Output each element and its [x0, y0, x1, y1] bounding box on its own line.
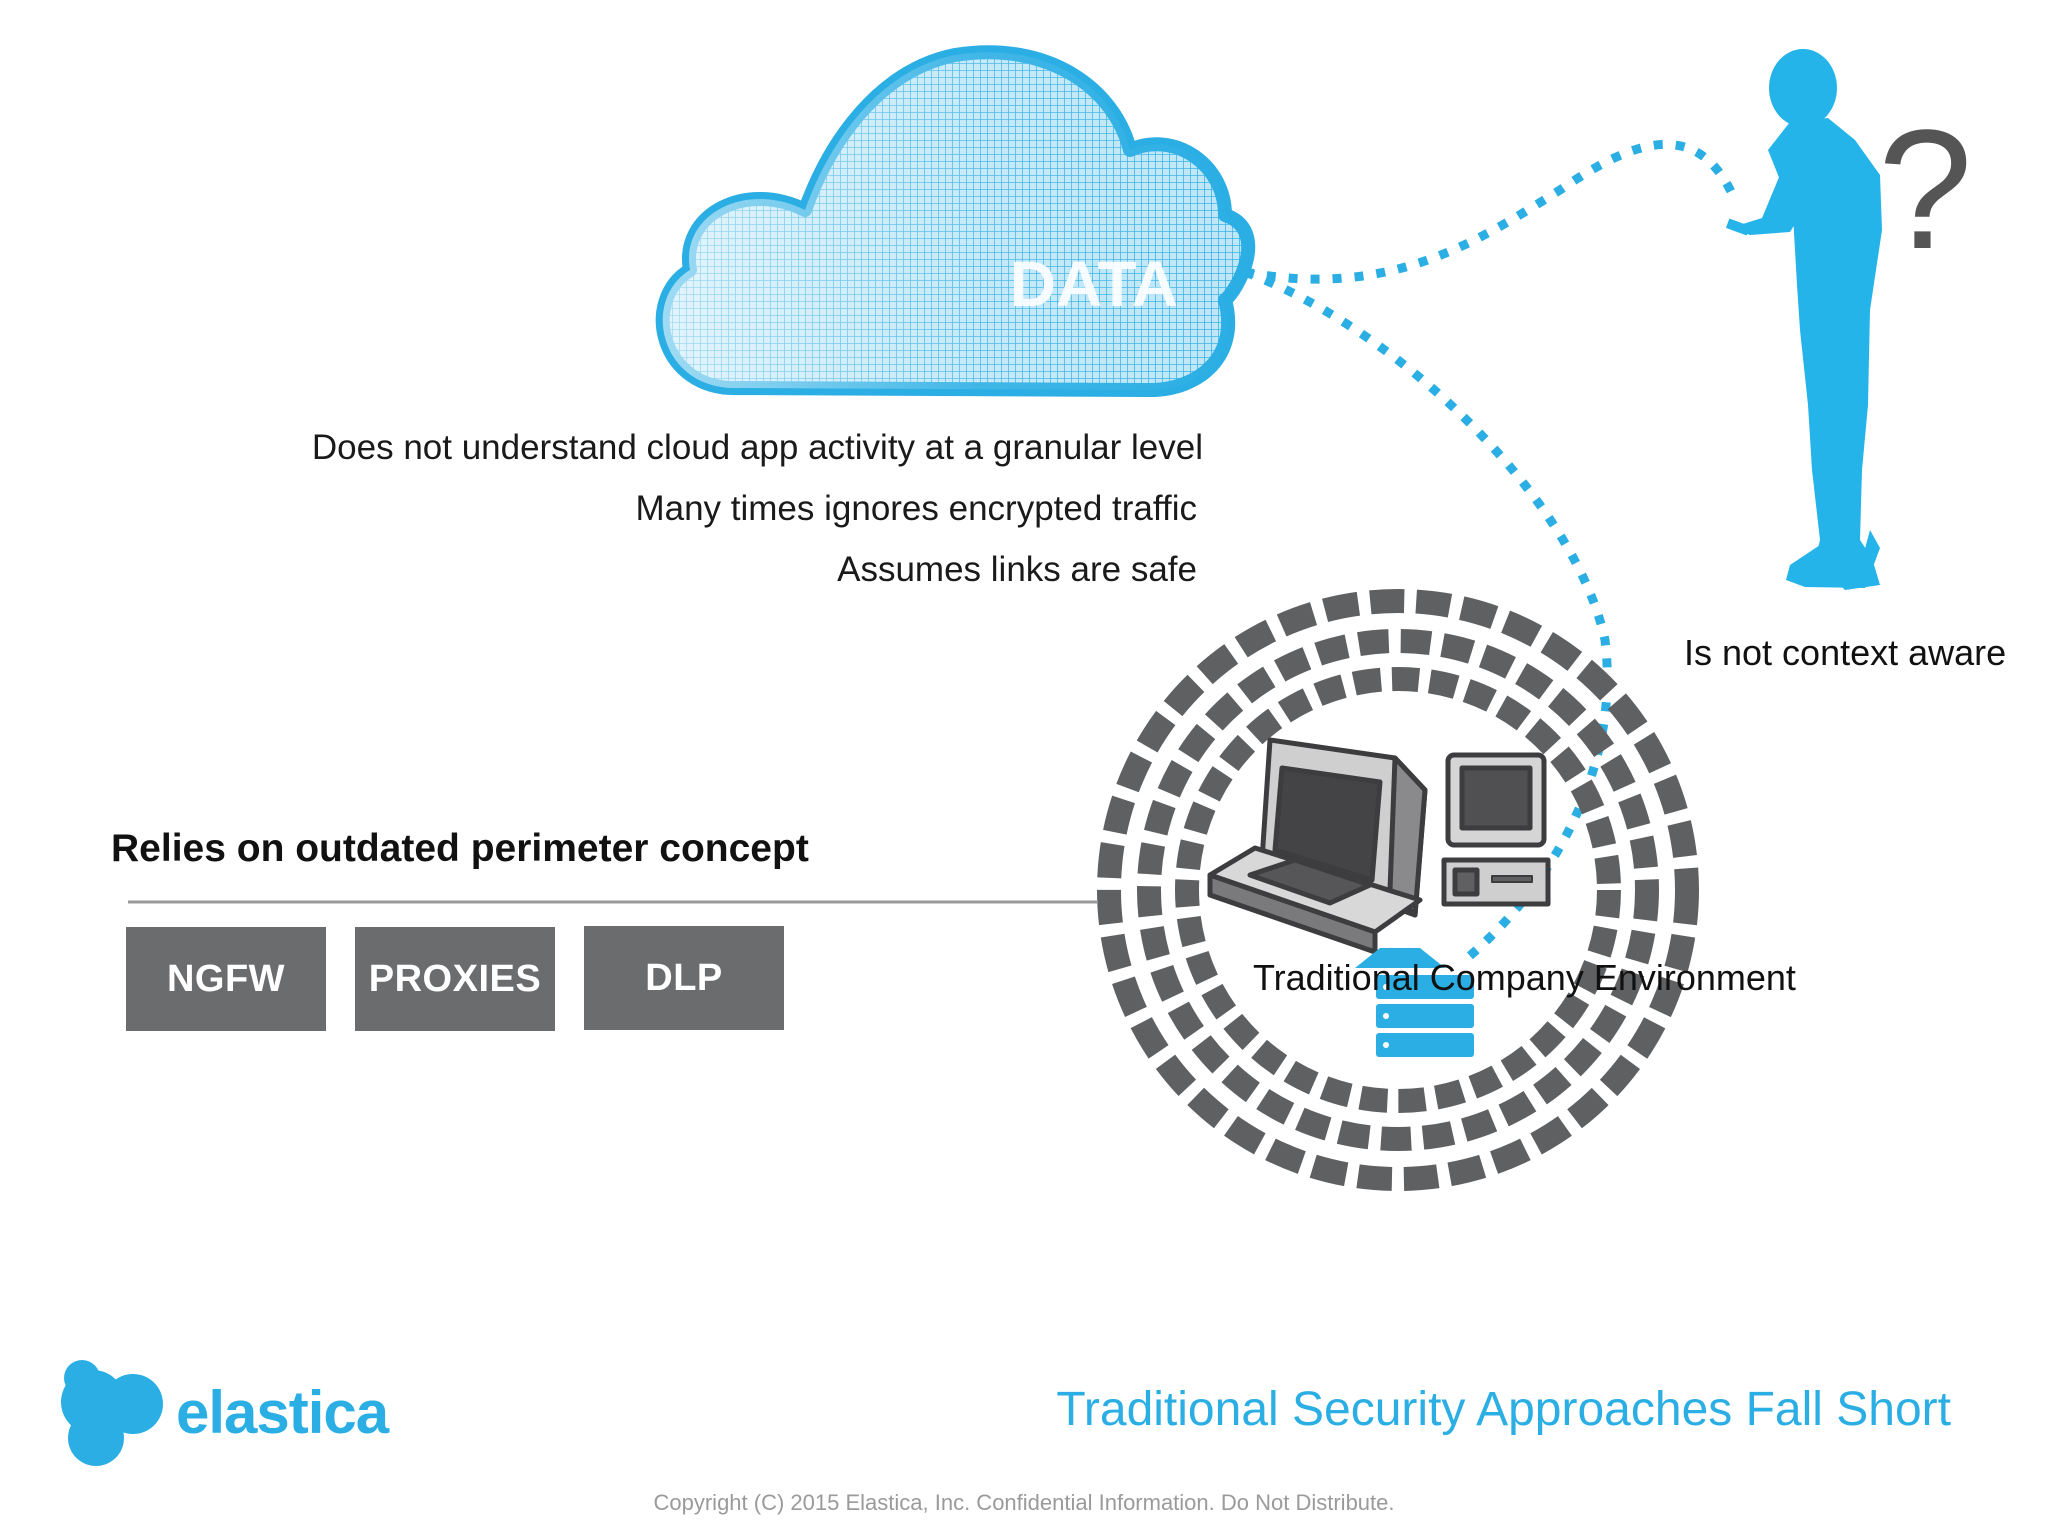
tool-box-dlp: DLP [584, 926, 784, 1030]
person-icon [1725, 49, 1882, 590]
brand-name: elastica [176, 1379, 389, 1446]
perimeter-ring-outer [1097, 589, 1699, 1191]
server-stack-icon [1355, 948, 1474, 1057]
environment-label: Traditional Company Environment [1253, 957, 1796, 998]
perimeter-ring-inner [1175, 667, 1621, 1113]
cloud-to-environment-line [1243, 267, 1612, 964]
bullet-granular-activity: Does not understand cloud app activity a… [311, 428, 1203, 467]
elastica-logo-icon [61, 1360, 163, 1466]
cloud-icon: DATA [655, 45, 1256, 397]
perimeter-ring-middle [1137, 629, 1659, 1151]
perimeter-ring-icon [1097, 589, 1699, 1191]
question-mark: ? [1878, 95, 1973, 285]
perimeter-heading: Relies on outdated perimeter concept [111, 827, 809, 870]
computer-terminal-icon [1207, 737, 1428, 955]
connection-dotted-lines [1243, 139, 1740, 964]
cloud-label: DATA [1010, 248, 1178, 320]
bullet-encrypted-traffic: Many times ignores encrypted traffic [635, 489, 1197, 528]
cloud-to-user-line [1244, 139, 1740, 284]
tool-box-ngfw: NGFW [126, 927, 326, 1031]
copyright-notice: Copyright (C) 2015 Elastica, Inc. Confid… [653, 1490, 1395, 1515]
context-aware-label: Is not context aware [1684, 632, 2007, 673]
bullet-links-safe: Assumes links are safe [837, 550, 1197, 589]
slide-title: Traditional Security Approaches Fall Sho… [1056, 1383, 1951, 1436]
desktop-pc-icon [1441, 752, 1551, 907]
tool-box-proxies: PROXIES [355, 927, 555, 1031]
